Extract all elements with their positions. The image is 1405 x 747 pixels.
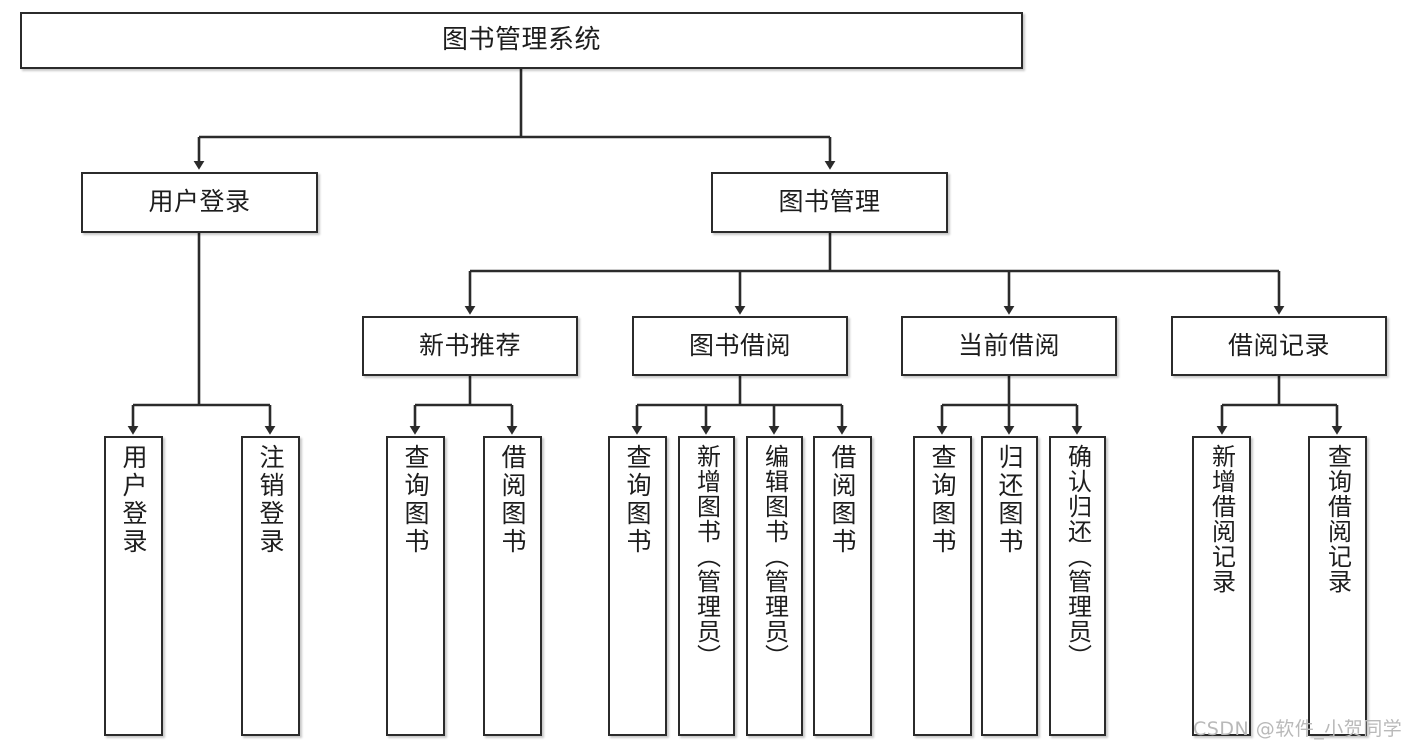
node-book-borrow[interactable]: 图书借阅: [632, 316, 848, 376]
node-label: 借阅图书: [828, 444, 857, 556]
csdn-watermark: CSDN @软件_小贺同学: [1193, 718, 1403, 740]
leaf-borrow-add-book-admin[interactable]: 新增图书（管理员）: [678, 436, 735, 736]
node-label: 用户登录: [148, 187, 251, 217]
node-current-borrow[interactable]: 当前借阅: [901, 316, 1117, 376]
leaf-borrow-edit-book-admin[interactable]: 编辑图书（管理员）: [746, 436, 803, 736]
node-label: 编辑图书（管理员）: [760, 444, 789, 669]
node-label: 新增借阅记录: [1207, 444, 1236, 594]
node-label: 用户登录: [119, 444, 148, 556]
node-label: 新增图书（管理员）: [692, 444, 721, 669]
leaf-newbook-borrow-book[interactable]: 借阅图书: [483, 436, 542, 736]
leaf-newbook-query-book[interactable]: 查询图书: [386, 436, 445, 736]
leaf-current-query-book[interactable]: 查询图书: [913, 436, 972, 736]
leaf-borrow-query-book[interactable]: 查询图书: [608, 436, 667, 736]
node-new-book-recommend[interactable]: 新书推荐: [362, 316, 578, 376]
leaf-current-return-book[interactable]: 归还图书: [981, 436, 1038, 736]
node-label: 查询借阅记录: [1323, 444, 1352, 594]
node-label: 借阅图书: [498, 444, 527, 556]
node-root-system[interactable]: 图书管理系统: [20, 12, 1023, 69]
node-label: 归还图书: [995, 444, 1024, 556]
leaf-records-query-record[interactable]: 查询借阅记录: [1308, 436, 1367, 736]
node-user-login[interactable]: 用户登录: [81, 172, 318, 233]
node-label: 确认归还（管理员）: [1063, 444, 1092, 669]
leaf-borrow-borrow-book[interactable]: 借阅图书: [813, 436, 872, 736]
node-label: 查询图书: [401, 444, 430, 556]
leaf-records-add-record[interactable]: 新增借阅记录: [1192, 436, 1251, 736]
node-label: 查询图书: [623, 444, 652, 556]
node-label: 注销登录: [256, 444, 285, 556]
node-label: 图书管理: [778, 187, 881, 217]
node-label: 查询图书: [928, 444, 957, 556]
node-book-management[interactable]: 图书管理: [711, 172, 948, 233]
node-label: 借阅记录: [1227, 330, 1330, 360]
node-label: 图书借阅: [688, 330, 791, 360]
node-label: 图书管理系统: [441, 24, 601, 55]
leaf-user-login[interactable]: 用户登录: [104, 436, 163, 736]
node-borrow-records[interactable]: 借阅记录: [1171, 316, 1387, 376]
leaf-current-confirm-return-admin[interactable]: 确认归还（管理员）: [1049, 436, 1106, 736]
node-label: 新书推荐: [418, 330, 521, 360]
node-label: 当前借阅: [957, 330, 1060, 360]
leaf-logout-login[interactable]: 注销登录: [241, 436, 300, 736]
